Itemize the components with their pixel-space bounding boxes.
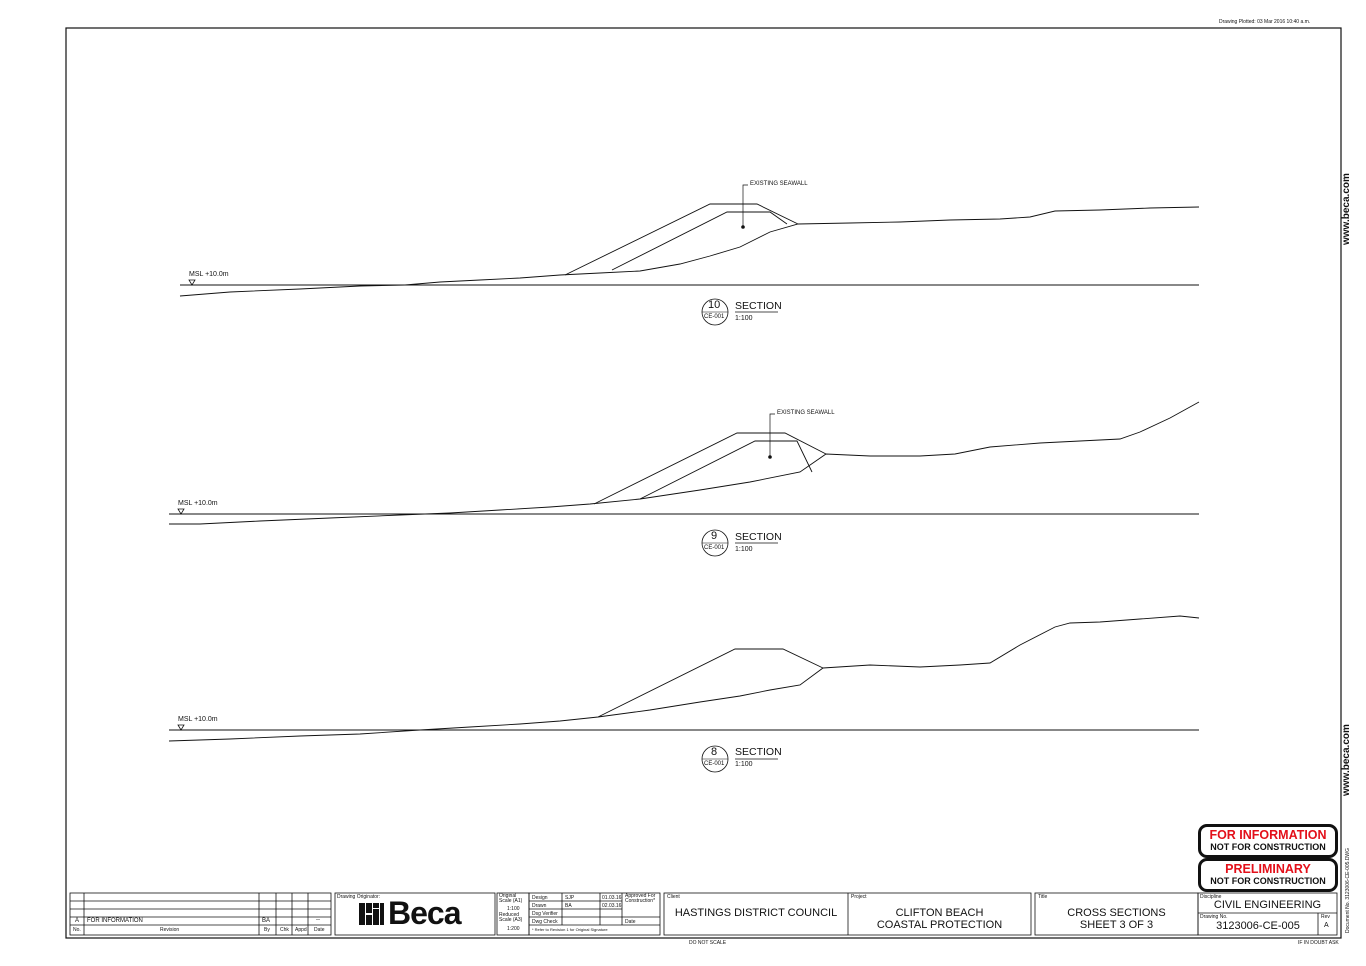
ground-profile (169, 401, 1200, 525)
reduced-scale-value: 1:200 (507, 926, 520, 932)
section-number: 10 (708, 299, 721, 311)
if-in-doubt-ask: IF IN DOUBT ASK (1298, 940, 1339, 946)
datum-triangle-icon (188, 279, 196, 286)
datum-label: MSL +10.0m (178, 716, 218, 723)
website-bottom: www.beca.com (1341, 724, 1352, 796)
section-9-drawing (169, 401, 1200, 557)
preliminary-stamp: PRELIMINARY NOT FOR CONSTRUCTION (1198, 858, 1338, 892)
plot-stamp: Drawing Plotted: 03 Mar 2016 10:40 a.m. (1219, 19, 1311, 25)
rev-col-revision: Revision (160, 927, 180, 933)
design-label: Design (532, 895, 548, 901)
drawing-rev: A (1324, 922, 1329, 929)
sheet-border (65, 27, 1342, 939)
title-block-frame (69, 892, 1338, 936)
design-by: SJP (565, 895, 575, 901)
revision-date: -- (316, 917, 320, 923)
design-date: 01.03.16 (602, 895, 622, 901)
title-line-1: CROSS SECTIONS (1067, 907, 1166, 919)
revision-description: FOR INFORMATION (87, 918, 143, 924)
section-scale: 1:100 (735, 315, 753, 322)
check-label: Dwg Check (532, 919, 558, 925)
seawall-outline (597, 648, 824, 718)
seawall-inner (611, 211, 788, 271)
rev-col-appd: Appd (295, 927, 307, 933)
section-10-drawing (179, 184, 1200, 326)
project-label: Project (851, 894, 867, 900)
seawall-outline (593, 432, 827, 505)
rev-col-by: By (264, 927, 270, 933)
datum-triangle-icon (177, 508, 185, 515)
document-number: Document No. 3123006-CE-005.DWG (1345, 847, 1351, 933)
section-title: SECTION (735, 746, 782, 758)
revision-by: BA (262, 918, 271, 924)
original-scale-value: 1:100 (507, 906, 520, 912)
do-not-scale: DO NOT SCALE (689, 940, 727, 946)
project-line-1: CLIFTON BEACH (895, 907, 984, 919)
drawn-by: BA (565, 903, 572, 909)
original-scale-label: Original Scale (A1) (499, 893, 523, 904)
approved-label: Approved For Construction* (625, 893, 656, 904)
existing-seawall-callout: EXISTING SEAWALL (750, 181, 808, 187)
reduced-scale-label: Reduced Scale (A3) (499, 912, 523, 923)
section-ref: CE-001 (704, 314, 725, 320)
drawing-no-label: Drawing No. (1200, 914, 1228, 920)
originator-label: Drawing Originator: (337, 894, 381, 900)
datum-label: MSL +10.0m (178, 500, 218, 507)
section-8-drawing (168, 615, 1200, 773)
section-number: 8 (711, 746, 718, 758)
discipline-label: Discipline (1200, 894, 1222, 900)
title-line-2: SHEET 3 OF 3 (1079, 919, 1154, 931)
client-name: HASTINGS DISTRICT COUNCIL (674, 907, 838, 919)
drawn-label: Drawn (532, 903, 547, 909)
project-line-2: COASTAL PROTECTION (876, 919, 1003, 931)
seawall-outline (564, 203, 799, 276)
website-top: www.beca.com (1341, 173, 1352, 245)
approval-date-label: Date (625, 919, 636, 925)
existing-seawall-callout: EXISTING SEAWALL (777, 410, 835, 416)
ground-profile (179, 206, 1200, 297)
callout-leader (742, 184, 748, 227)
beca-logo-text: Beca (388, 895, 461, 931)
section-title: SECTION (735, 531, 782, 543)
datum-label: MSL +10.0m (189, 271, 229, 278)
discipline: CIVIL ENGINEERING (1213, 899, 1322, 911)
rev-col-no: No. (73, 927, 81, 933)
callout-leader (769, 413, 775, 457)
section-ref: CE-001 (704, 761, 725, 767)
section-title: SECTION (735, 300, 782, 312)
seawall-inner (639, 440, 813, 500)
revision-letter: A (75, 918, 80, 924)
section-scale: 1:100 (735, 546, 753, 553)
signature-note: * Refer to Revision 1 for Original Signa… (532, 927, 608, 932)
drawing-number: 3123006-CE-005 (1216, 920, 1300, 932)
for-information-stamp: FOR INFORMATION NOT FOR CONSTRUCTION (1198, 824, 1338, 858)
client-label: Client (667, 894, 680, 900)
section-number: 9 (711, 530, 718, 542)
section-ref: CE-001 (704, 545, 725, 551)
rev-col-date: Date (314, 927, 325, 933)
datum-triangle-icon (177, 724, 185, 731)
rev-label: Rev (1321, 914, 1330, 920)
beca-logo-icon (359, 903, 384, 925)
ground-profile (168, 615, 1200, 742)
verifier-label: Dsg Verifier (532, 911, 558, 917)
rev-col-chk: Chk (280, 927, 289, 933)
section-scale: 1:100 (735, 761, 753, 768)
title-label: Title (1038, 894, 1048, 900)
drawn-date: 02.03.16 (602, 903, 622, 909)
